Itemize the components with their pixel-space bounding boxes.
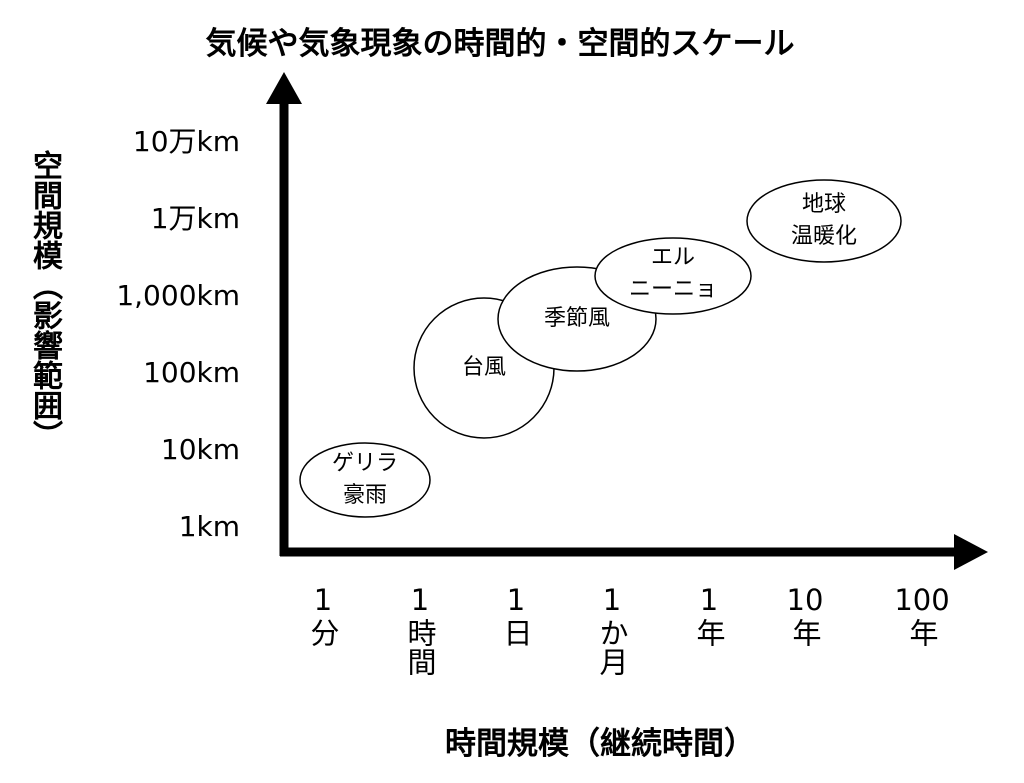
y-tick-label: 10万km xyxy=(132,125,240,158)
y-axis-arrow xyxy=(266,72,302,104)
ellipse-el-nino xyxy=(594,237,752,315)
y-tick-label: 100km xyxy=(143,356,240,389)
diagram-title: 気候や気象現象の時間的・空間的スケール xyxy=(205,26,795,62)
ellipse-guerrilla-rain xyxy=(299,442,431,518)
y-tick-label: 1万km xyxy=(150,202,240,235)
label-el-nino: エルニーニョ xyxy=(628,245,718,302)
y-tick-label: 10km xyxy=(160,433,240,466)
ellipse-global-warming xyxy=(746,179,902,263)
x-axis-arrow xyxy=(954,534,988,570)
x-axis-title: 時間規模（継続時間） xyxy=(445,726,755,762)
y-tick-label: 1,000km xyxy=(116,279,240,312)
y-axis-title: 空間規模（影響範囲） xyxy=(27,150,62,450)
label-typhoon: 台風 xyxy=(461,355,507,380)
y-tick-label: 1km xyxy=(178,510,240,543)
label-global-warming: 地球温暖化 xyxy=(790,192,858,249)
label-guerrilla-rain: ゲリラ豪雨 xyxy=(331,451,399,508)
label-monsoon: 季節風 xyxy=(543,306,611,331)
